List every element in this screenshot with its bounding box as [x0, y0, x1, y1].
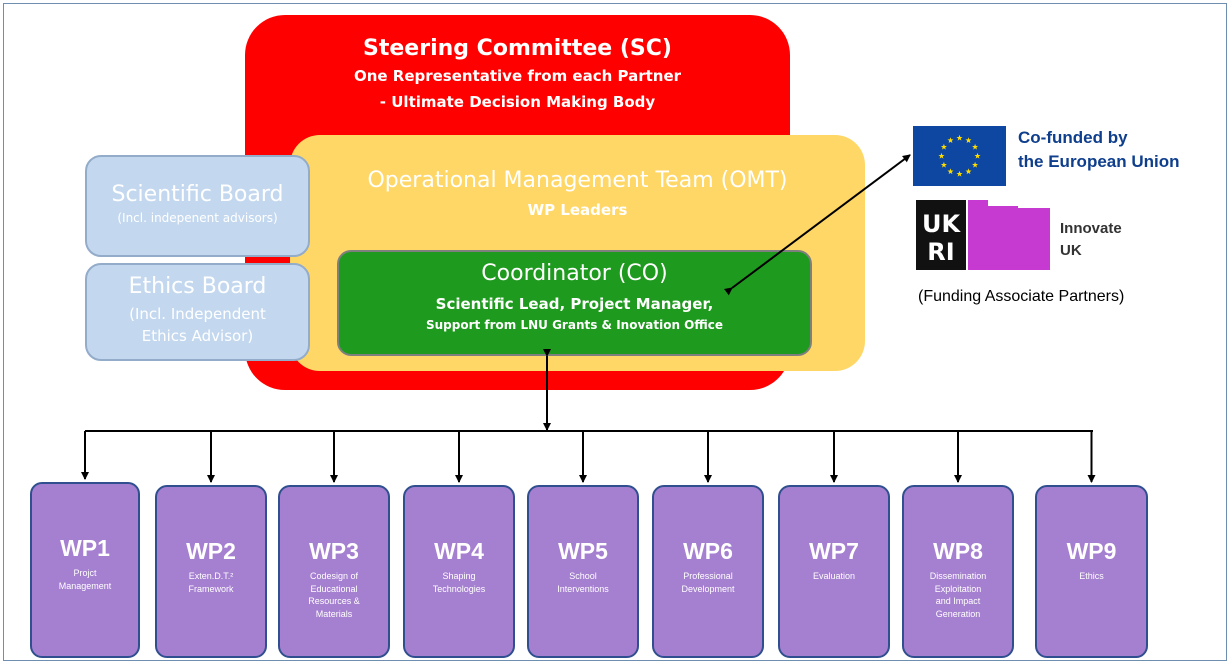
eu-star [974, 152, 981, 159]
innovate-line2: UK [1060, 242, 1082, 259]
work-package-description: Shaping Technologies [432, 571, 486, 594]
work-package-id: WP9 [1066, 538, 1117, 564]
steering-committee-line2: - Ultimate Decision Making Body [379, 93, 656, 111]
ukri-logo: UK RI [916, 198, 1050, 270]
scientific-board-subtitle: (Incl. indepenent advisors) [117, 211, 278, 225]
work-package-description: Ethics [1079, 571, 1104, 581]
coordinator-line1: Scientific Lead, Project Manager, [435, 295, 714, 313]
work-package-id: WP7 [809, 538, 859, 564]
coordinator-title: Coordinator (CO) [481, 261, 668, 286]
work-package-description: School Interventions [557, 571, 609, 594]
work-package-id: WP8 [933, 538, 983, 564]
steering-committee-title: Steering Committee (SC) [363, 36, 672, 61]
work-package-description: Professional Development [681, 571, 735, 594]
scientific-board-box: Scientific Board (Incl. indepenent advis… [85, 155, 310, 257]
eu-funding-label: Co-funded by the European Union [1018, 126, 1223, 174]
svg-text:RI: RI [927, 238, 954, 266]
co-eu-arrow [723, 154, 911, 296]
eu-star [965, 137, 972, 143]
eu-star [940, 143, 947, 150]
eu-star [940, 161, 947, 168]
work-package-description: Evaluation [812, 571, 856, 581]
scientific-board-title: Scientific Board [111, 182, 284, 207]
work-package-description: Projct Management [58, 568, 112, 591]
work-package-id: WP3 [309, 538, 359, 564]
innovate-line1: Innovate [1060, 220, 1122, 237]
eu-star [947, 137, 954, 143]
eu-funding-line2: the European Union [1018, 152, 1180, 171]
eu-flag-icon [913, 126, 1006, 186]
eu-star [956, 170, 963, 177]
omt-subtitle: WP Leaders [527, 201, 628, 219]
work-package-id: WP5 [558, 538, 608, 564]
ethics-board-subtitle: (Incl. Independent Ethics Advisor) [129, 305, 266, 345]
coordinator-box: Coordinator (CO) Scientific Lead, Projec… [337, 250, 812, 356]
work-package-id: WP6 [683, 538, 733, 564]
work-package-id: WP2 [186, 538, 236, 564]
eu-star [965, 168, 972, 175]
ethics-board-box: Ethics Board (Incl. Independent Ethics A… [85, 263, 310, 361]
eu-star [972, 143, 979, 150]
coordinator-line2: Support from LNU Grants & Inovation Offi… [425, 318, 724, 332]
work-package-id: WP4 [434, 538, 484, 564]
eu-stars-icon [938, 134, 981, 177]
eu-star [956, 134, 963, 141]
eu-star [972, 161, 979, 168]
svg-text:UK: UK [922, 210, 961, 238]
ukri-logo-icon: UK RI [916, 200, 1050, 270]
ethics-board-title: Ethics Board [128, 274, 267, 299]
eu-funding-line1: Co-funded by [1018, 128, 1128, 147]
eu-star [947, 168, 954, 175]
work-package-description: Dissemination Exploitation and Impact Ge… [929, 571, 987, 619]
omt-title: Operational Management Team (OMT) [367, 168, 788, 193]
work-package-id: WP1 [60, 535, 110, 561]
eu-star [938, 152, 945, 159]
work-package-description: Codesign of Educational Resources & Mate… [308, 571, 360, 619]
work-package-description: Exten.D.T.² Framework [188, 571, 234, 594]
steering-committee-line1: One Representative from each Partner [353, 67, 682, 85]
innovate-uk-label: Innovate UK [1060, 218, 1180, 262]
associate-partners-note: (Funding Associate Partners) [918, 288, 1125, 305]
